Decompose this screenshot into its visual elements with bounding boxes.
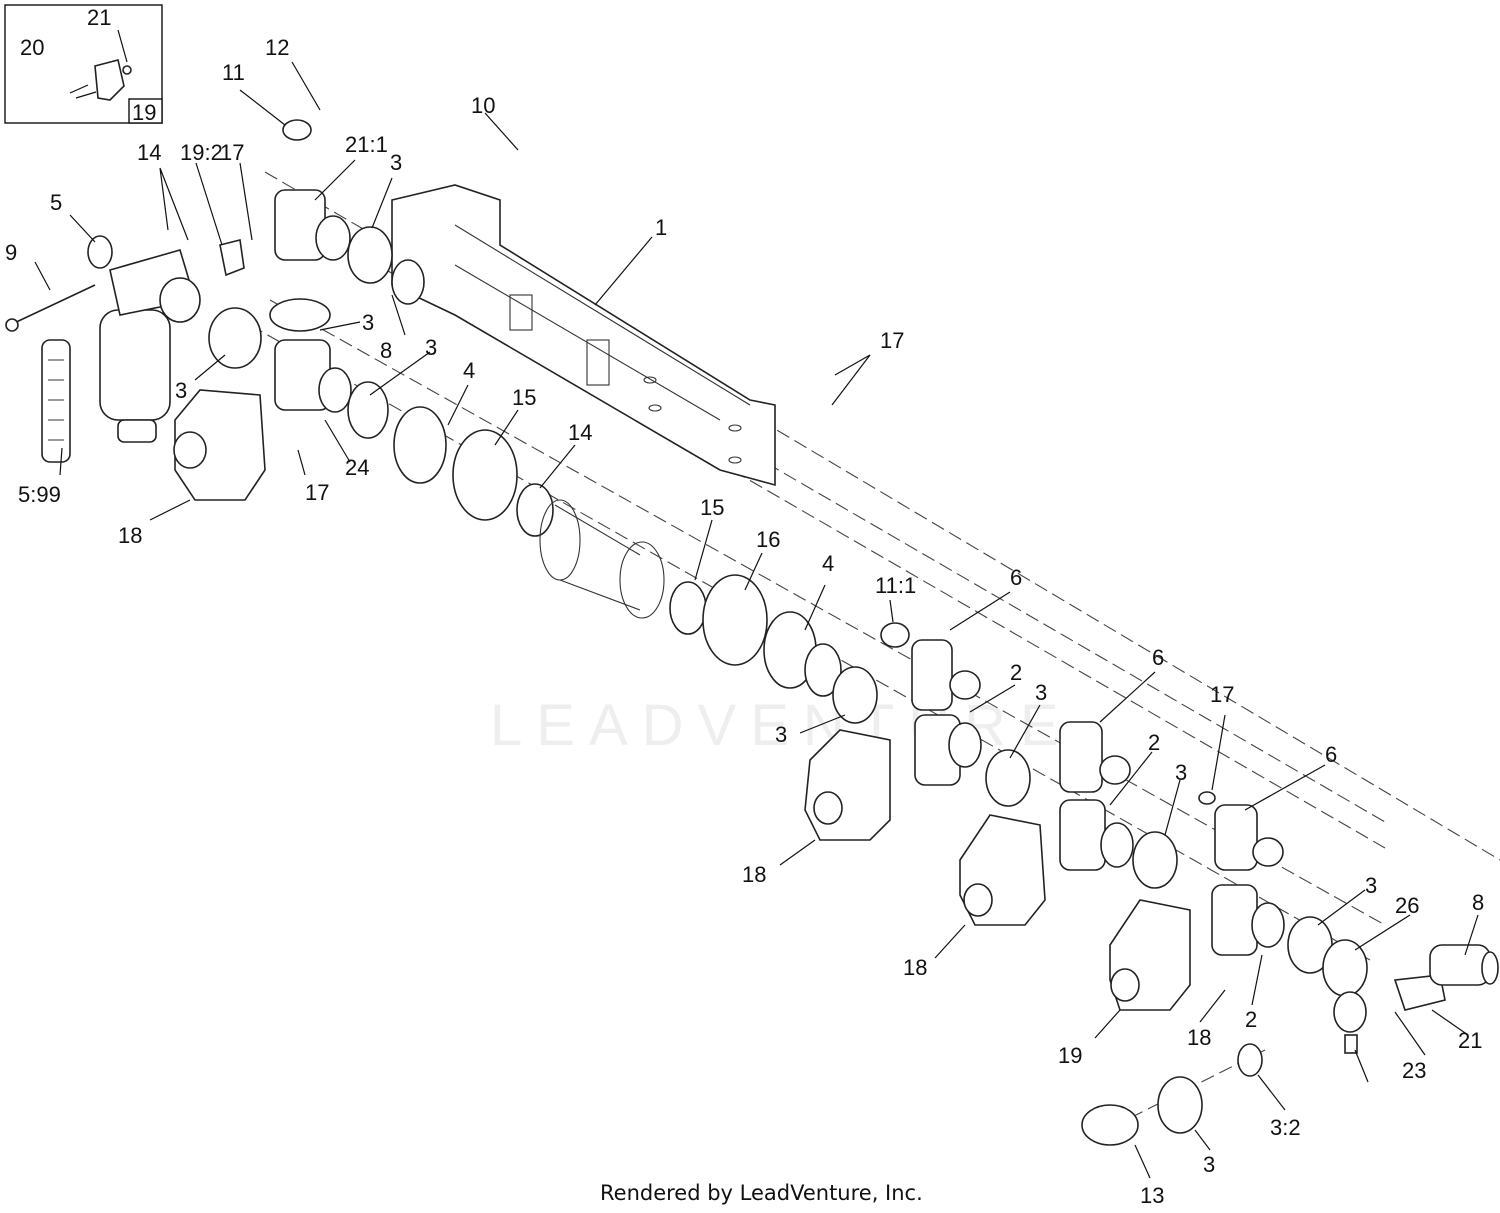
callout-3b: 3 xyxy=(362,310,374,335)
callout-7: 8 xyxy=(380,338,392,363)
callout-17d: 18 xyxy=(1187,1025,1211,1050)
callout-19-1: 20 xyxy=(20,35,44,60)
callout-2c: 2 xyxy=(1245,1007,1257,1032)
callout-12: 14 xyxy=(137,140,161,165)
callout-6a: 6 xyxy=(1010,565,1022,590)
callout-21-1: 23 xyxy=(1402,1058,1426,1083)
callout-11: 11 xyxy=(222,60,245,85)
strainer-assembly xyxy=(5,235,201,463)
valve-group-3 xyxy=(1081,791,1499,1146)
callout-18a: 18 xyxy=(118,523,142,548)
callout-11b: 11:1 xyxy=(875,573,916,598)
callout-13: 13 xyxy=(1140,1183,1164,1208)
inset-detail-19: 19 xyxy=(4,4,163,125)
footer-credit: Rendered by LeadVenture, Inc. xyxy=(600,1181,923,1205)
callout-11-1: 12 xyxy=(265,35,289,60)
callout-labels: 20 21 11 12 10 21:1 3 14 19:2 17 5 9 1 3… xyxy=(5,5,1484,1208)
leader-lines xyxy=(34,29,1479,1179)
callout-18c: 18 xyxy=(903,955,927,980)
callout-16: 17 xyxy=(880,328,904,353)
callout-2a: 2 xyxy=(1010,660,1022,685)
callout-4b: 4 xyxy=(822,551,834,576)
callout-3e: 3 xyxy=(1035,680,1047,705)
callout-10: 9 xyxy=(5,240,17,265)
callout-9: 10 xyxy=(471,93,495,118)
callout-17b: 17 xyxy=(305,480,329,505)
callout-3-2: 3:2 xyxy=(1270,1115,1301,1140)
callout-3h: 3 xyxy=(1365,873,1377,898)
bracket-part-1 xyxy=(391,184,776,487)
valve-group-1 xyxy=(804,622,1031,841)
valve-group-2 xyxy=(959,721,1178,926)
callout-19: 19:2 xyxy=(180,140,223,165)
callout-17a: 17 xyxy=(220,140,244,165)
callout-20: 21:1 xyxy=(345,132,388,157)
pipe-and-clamps xyxy=(347,381,878,724)
callout-15a: 15 xyxy=(512,385,536,410)
assembly-centerlines xyxy=(249,171,1500,1119)
callout-17c: 17 xyxy=(1210,682,1234,707)
callout-5-99: 5:99 xyxy=(18,482,61,507)
callout-18b: 18 xyxy=(742,862,766,887)
callout-8: 8 xyxy=(1472,890,1484,915)
callout-18d: 19 xyxy=(1058,1043,1082,1068)
callout-1: 1 xyxy=(655,215,667,240)
callout-14a: 14 xyxy=(568,420,592,445)
callout-24: 26 xyxy=(1395,893,1419,918)
callout-3d: 3 xyxy=(425,335,437,360)
callout-3i: 3 xyxy=(1203,1152,1215,1177)
upper-valve-assembly xyxy=(208,119,425,413)
callout-4a: 4 xyxy=(463,358,475,383)
callout-21: 21 xyxy=(1458,1028,1482,1053)
motor-housing-left xyxy=(173,389,266,501)
inset-label: 19 xyxy=(132,100,156,125)
callout-3f: 3 xyxy=(775,722,787,747)
callout-6c: 6 xyxy=(1325,742,1337,767)
callout-15b: 16 xyxy=(756,527,780,552)
callout-3c: 3 xyxy=(175,378,187,403)
callout-19-2: 21 xyxy=(87,5,111,30)
callout-2b: 2 xyxy=(1148,730,1160,755)
callout-14b: 15 xyxy=(700,495,724,520)
callout-6b: 6 xyxy=(1152,645,1164,670)
callout-5: 5 xyxy=(50,190,62,215)
callout-3a: 3 xyxy=(390,150,402,175)
callout-3g: 3 xyxy=(1175,760,1187,785)
callout-23: 24 xyxy=(345,455,369,480)
